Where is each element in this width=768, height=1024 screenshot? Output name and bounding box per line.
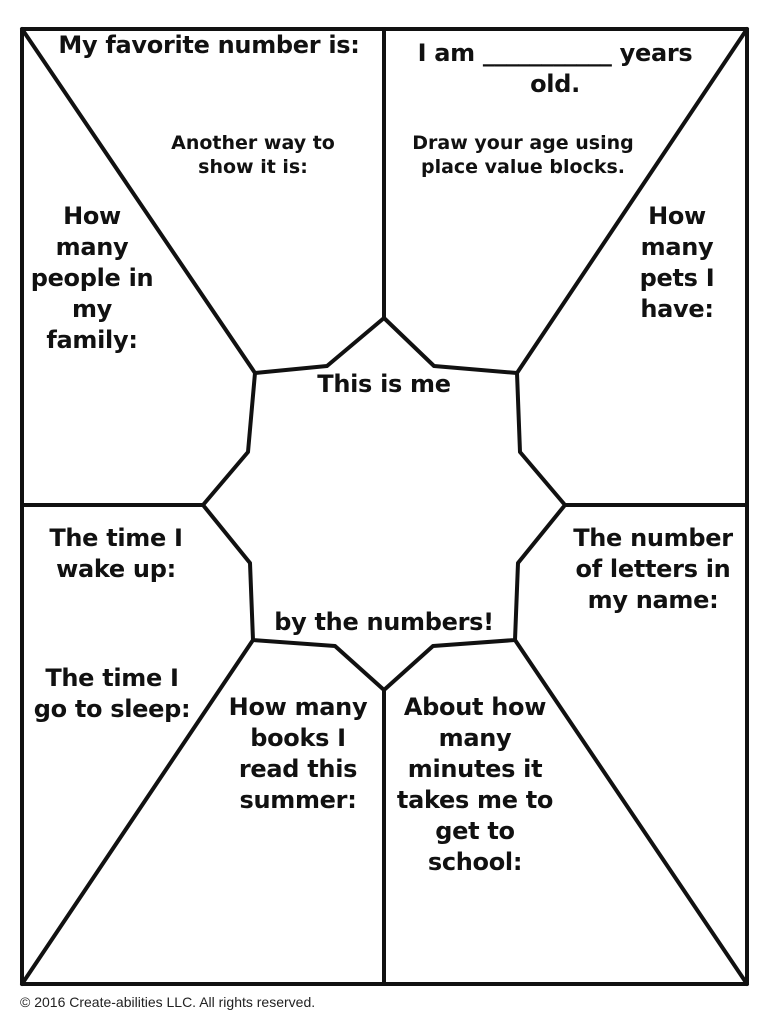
sleep-time-label: The time I go to sleep: xyxy=(33,664,191,723)
place-value-prompt: Draw your age using place value blocks. xyxy=(412,132,634,178)
center-title-top: This is me xyxy=(317,370,451,398)
diagonal-bottom-left xyxy=(20,638,255,986)
diagonal-bottom-right xyxy=(513,638,749,986)
favorite-number-heading: My favorite number is: xyxy=(58,31,360,59)
pets-label: How many pets I have: xyxy=(639,202,715,323)
name-letters-label: The number of letters in my name: xyxy=(573,524,733,614)
books-read-label: How many books I read this summer: xyxy=(228,693,368,814)
diagonal-top-right xyxy=(515,27,749,375)
copyright-footer: © 2016 Create-abilities LLC. All rights … xyxy=(20,994,316,1010)
center-title-bottom: by the numbers! xyxy=(274,608,494,636)
another-way-prompt: Another way to show it is: xyxy=(171,132,335,178)
diagonal-top-left xyxy=(20,27,257,375)
wake-time-label: The time I wake up: xyxy=(49,524,183,583)
age-heading: I am ___________ years old. xyxy=(417,39,693,98)
school-minutes-label: About how many minutes it takes me to ge… xyxy=(396,693,554,876)
family-size-label: How many people in my family: xyxy=(30,202,154,354)
